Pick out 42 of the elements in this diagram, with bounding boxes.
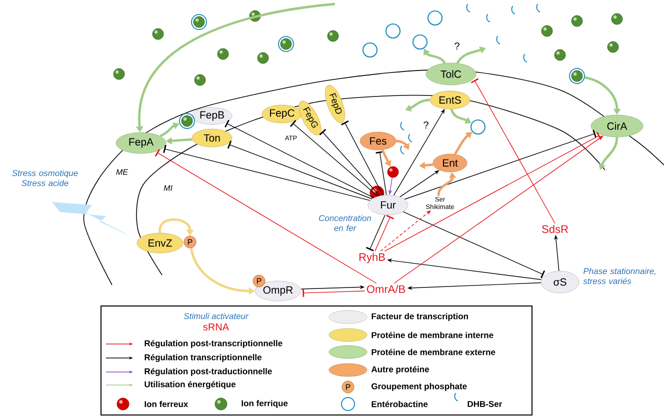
question-mark: ? [454, 42, 460, 50]
legend-text: Protéine de membrane interne [372, 332, 494, 338]
enterobactin-iron-complex [191, 14, 207, 30]
legend-text: Régulation transcriptionnelle [144, 354, 262, 362]
enterobactin [412, 34, 428, 50]
annotation-text: Stress osmotique Stress acide [12, 170, 78, 186]
enterobactin-iron-complex [569, 68, 585, 84]
phosphate-group: P [184, 236, 196, 248]
srna-label: OmrA/B [366, 284, 405, 294]
membrane-label: MI [164, 185, 172, 191]
inhibition-line [163, 144, 370, 201]
legend-text: Utilisation énergétique [144, 380, 236, 389]
legend-text: sRNA [203, 324, 230, 330]
srna-label: SdsR [542, 224, 568, 234]
legend-text: Ion ferrique [242, 400, 288, 408]
arrow [394, 136, 604, 284]
annotation-text: Phase stationnaire, stress variés [583, 268, 656, 284]
ferrous-ion [387, 166, 399, 178]
srna-label: RyhB [359, 252, 385, 264]
membrane-label: ME [116, 169, 128, 175]
legend-text: Régulation post-transcriptionnelle [144, 340, 282, 348]
enterobactin [427, 10, 443, 26]
legend-text: Entérobactine [372, 400, 428, 408]
enterobactin [385, 23, 401, 39]
legend-text: DHB-Ser [468, 401, 502, 407]
legend-text: Régulation post-traductionnelle [144, 368, 272, 376]
phosphate-group: P [252, 274, 266, 288]
annotation-text: Concentration en fer [319, 214, 372, 232]
enterobactin-iron-complex [179, 113, 195, 129]
question-mark: ? [424, 122, 428, 128]
legend-text: Protéine de membrane externe [372, 348, 496, 356]
inhibition-line [154, 149, 377, 284]
legend-text: Stimuli activateur [184, 312, 249, 320]
enterobactin-iron-complex [278, 36, 294, 52]
legend-text: Groupement phosphate [372, 383, 467, 391]
legend-text: Facteur de transcription [372, 313, 468, 321]
inhibition-line [224, 120, 374, 198]
legend-text: Ion ferreux [144, 400, 188, 408]
enterobactin [470, 119, 486, 135]
legend-text: Autre protéine [371, 366, 429, 374]
enterobactin [362, 42, 378, 58]
inhibition-line [302, 288, 366, 297]
